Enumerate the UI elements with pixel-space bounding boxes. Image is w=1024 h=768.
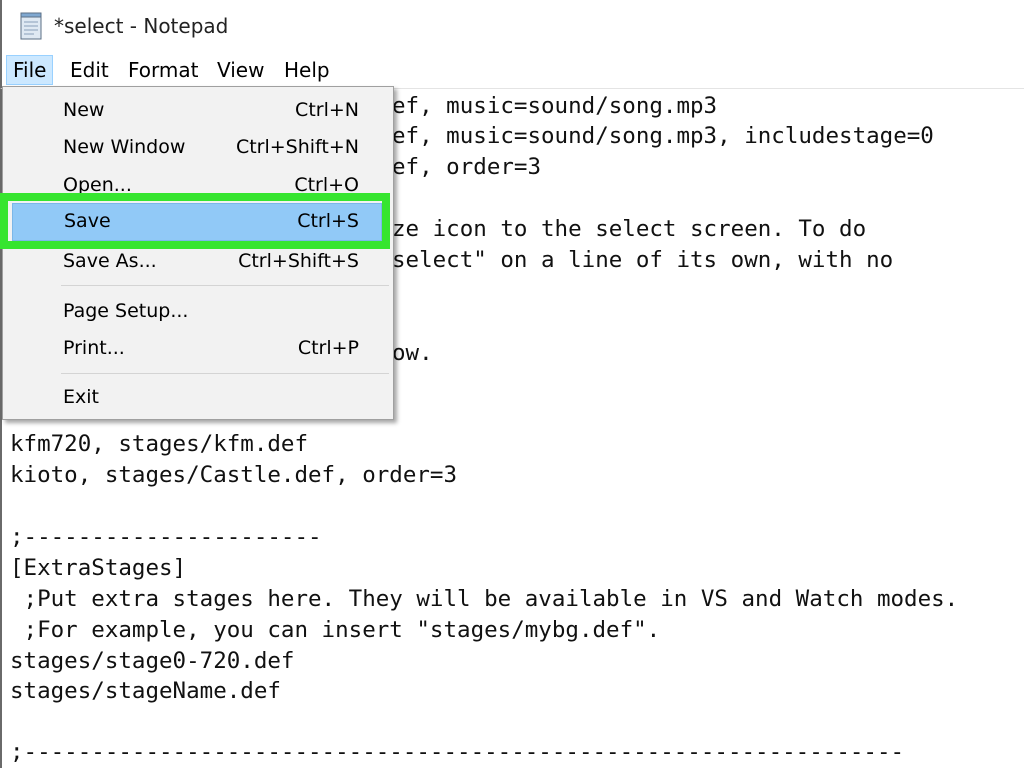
menu-item-label: New Window xyxy=(63,136,186,158)
menu-item-shortcut: Ctrl+S xyxy=(297,210,359,232)
editor-line: select" on a line of its own, with no xyxy=(392,247,894,273)
menu-item-label: Save As... xyxy=(63,250,157,272)
menu-item-new-window[interactable]: New Window Ctrl+Shift+N xyxy=(3,129,393,165)
menu-item-shortcut: Ctrl+Shift+N xyxy=(235,136,359,158)
menu-item-shortcut: Ctrl+Shift+S xyxy=(238,250,359,272)
editor-line: ;---------------------------------------… xyxy=(10,739,905,765)
menu-item-label: Open... xyxy=(63,174,132,196)
menu-item-label: Save xyxy=(64,210,111,232)
menu-item-label: Page Setup... xyxy=(63,300,189,322)
menu-bar: File Edit Format View Help xyxy=(0,52,1024,88)
menu-item-shortcut: Ctrl+N xyxy=(295,99,359,121)
editor-line: [ExtraStages] xyxy=(10,555,187,581)
menu-format[interactable]: Format xyxy=(128,58,199,82)
menu-edit[interactable]: Edit xyxy=(70,58,109,82)
menu-item-new[interactable]: New Ctrl+N xyxy=(3,92,393,128)
title-bar: *select - Notepad xyxy=(0,0,1024,52)
editor-line: kioto, stages/Castle.def, order=3 xyxy=(10,462,458,488)
menu-item-exit[interactable]: Exit xyxy=(3,379,393,415)
menu-separator xyxy=(61,373,389,374)
menu-file[interactable]: File xyxy=(6,55,54,85)
menu-item-label: New xyxy=(63,99,105,121)
menu-separator xyxy=(61,285,389,286)
menu-item-open[interactable]: Open... Ctrl+O xyxy=(3,167,393,203)
menu-item-label: Exit xyxy=(63,386,99,408)
menu-item-save-as[interactable]: Save As... Ctrl+Shift+S xyxy=(3,243,393,279)
editor-line: ow. xyxy=(392,340,433,366)
window-title: *select - Notepad xyxy=(54,14,229,38)
editor-line: ze icon to the select screen. To do xyxy=(392,216,867,242)
editor-line: ;For example, you can insert "stages/myb… xyxy=(10,617,661,643)
notepad-icon xyxy=(20,12,42,40)
menu-item-page-setup[interactable]: Page Setup... xyxy=(3,293,393,329)
menu-help[interactable]: Help xyxy=(284,58,330,82)
menu-item-shortcut: Ctrl+P xyxy=(297,337,359,359)
editor-line: stages/stageName.def xyxy=(10,678,281,704)
menu-item-save[interactable]: Save Ctrl+S xyxy=(12,203,382,241)
menu-item-shortcut: Ctrl+O xyxy=(294,174,359,196)
menu-view[interactable]: View xyxy=(217,58,265,82)
editor-line: kfm720, stages/kfm.def xyxy=(10,431,309,457)
menu-item-label: Print... xyxy=(63,337,125,359)
editor-line: ;Put extra stages here. They will be ava… xyxy=(10,586,959,612)
editor-line: ef, music=sound/song.mp3, includestage=0 xyxy=(392,123,934,149)
menu-item-print[interactable]: Print... Ctrl+P xyxy=(3,330,393,366)
editor-line: ef, order=3 xyxy=(392,154,542,180)
editor-line: ;---------------------- xyxy=(10,524,322,550)
editor-line: stages/stage0-720.def xyxy=(10,648,295,674)
editor-line: ef, music=sound/song.mp3 xyxy=(392,93,718,119)
file-menu-dropdown: New Ctrl+N New Window Ctrl+Shift+N Open.… xyxy=(2,86,394,420)
